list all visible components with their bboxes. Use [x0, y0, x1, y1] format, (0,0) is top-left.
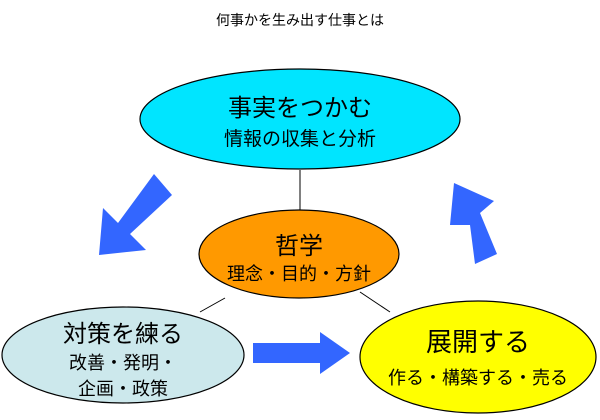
node-left-title: 対策を練る — [63, 320, 183, 348]
node-center-subtitle: 理念・目的・方針 — [227, 264, 371, 285]
node-center-ellipse — [198, 209, 400, 299]
node-right-subtitle: 作る・構築する・売る — [388, 368, 568, 389]
node-top-title: 事実をつかむ — [228, 94, 372, 122]
arrow-top-to-left-icon — [99, 174, 172, 255]
page-title: 何事かを生み出す仕事とは — [216, 13, 384, 29]
connector-center-right — [359, 291, 391, 313]
node-top-ellipse — [139, 68, 461, 170]
node-center-title: 哲学 — [275, 232, 323, 260]
connector-center-left — [199, 297, 226, 313]
arrow-right-to-top-icon — [450, 183, 497, 264]
node-left-subtitle-line2: 企画・政策 — [78, 379, 168, 400]
arrow-left-to-right-icon — [253, 332, 350, 374]
node-left-subtitle-line1: 改善・発明・ — [69, 353, 177, 374]
node-right-ellipse — [359, 300, 597, 414]
node-right-title: 展開する — [425, 328, 530, 358]
node-left-ellipse — [1, 306, 245, 404]
node-top-subtitle: 情報の収集と分析 — [223, 128, 376, 150]
